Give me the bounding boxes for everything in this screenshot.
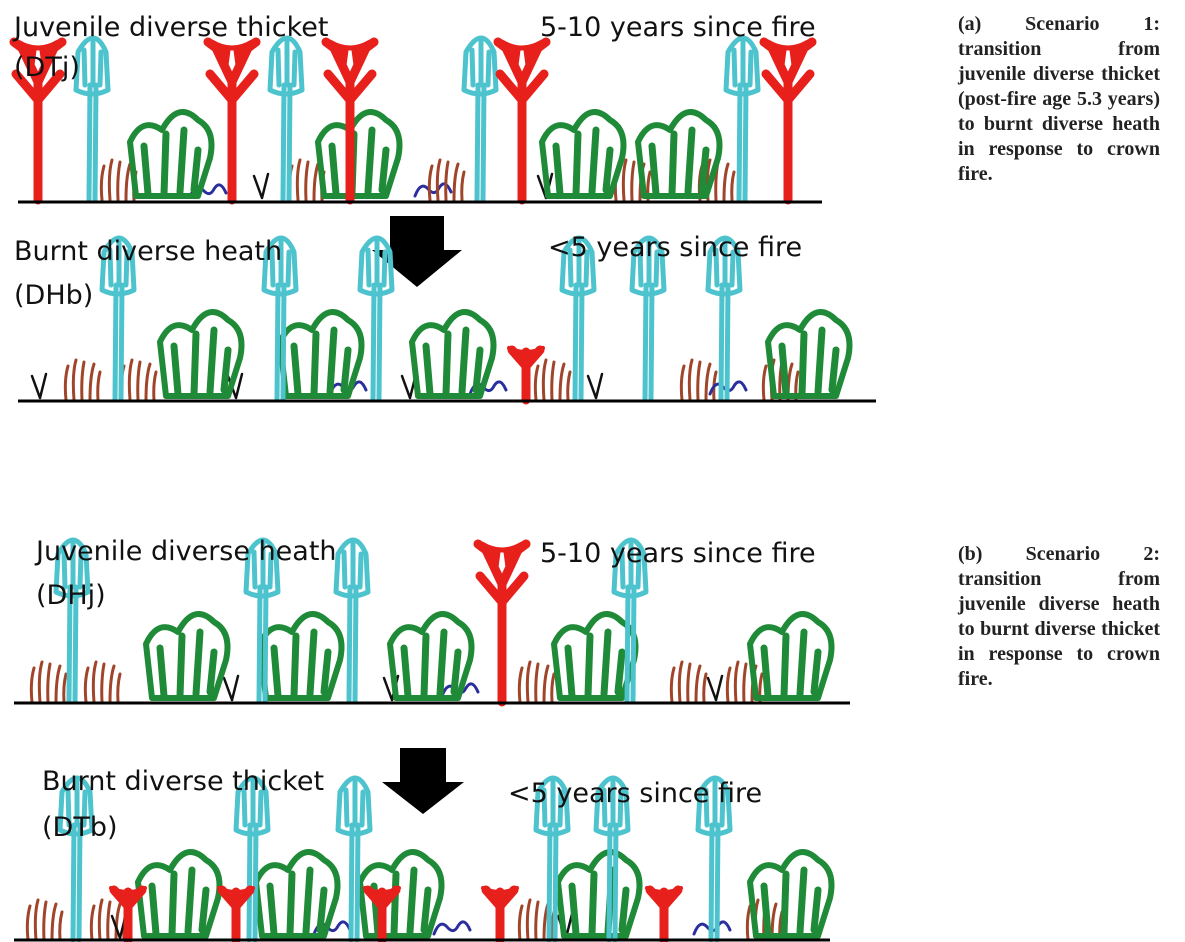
scenario-b-after-code: (DTb) (42, 812, 118, 843)
scenario-a-before-name: Juvenile diverse thicket (14, 12, 329, 43)
scenario-b-caption: (b) Scenario 2: transition from juvenile… (958, 543, 1160, 690)
scenario-a-before-scene (14, 38, 822, 202)
scenario-a-after-scene (18, 238, 876, 401)
scenario-b-after-scene (14, 778, 832, 940)
scenario-a-after-age: <5 years since fire (548, 232, 803, 263)
scenario-a-before-age: 5-10 years since fire (540, 12, 816, 43)
scenario-b-after-age: <5 years since fire (508, 778, 763, 809)
scenario-a-before-code: (DTj) (14, 52, 80, 83)
scenario-b-before-code: (DHj) (36, 580, 106, 611)
scenario-a-after-code: (DHb) (14, 280, 94, 311)
scenario-b-before-age: 5-10 years since fire (540, 538, 816, 569)
scenario-b-before-name: Juvenile diverse heath (36, 536, 337, 567)
transition-arrow-b (382, 748, 464, 814)
transition-arrow-a (372, 216, 462, 287)
scenario-b-after-name: Burnt diverse thicket (42, 766, 325, 797)
scenario-b-before-scene (14, 540, 850, 703)
scenario-a-caption: (a) Scenario 1: transition from juvenile… (958, 13, 1160, 185)
scenario-a-after-name: Burnt diverse heath (14, 236, 283, 267)
